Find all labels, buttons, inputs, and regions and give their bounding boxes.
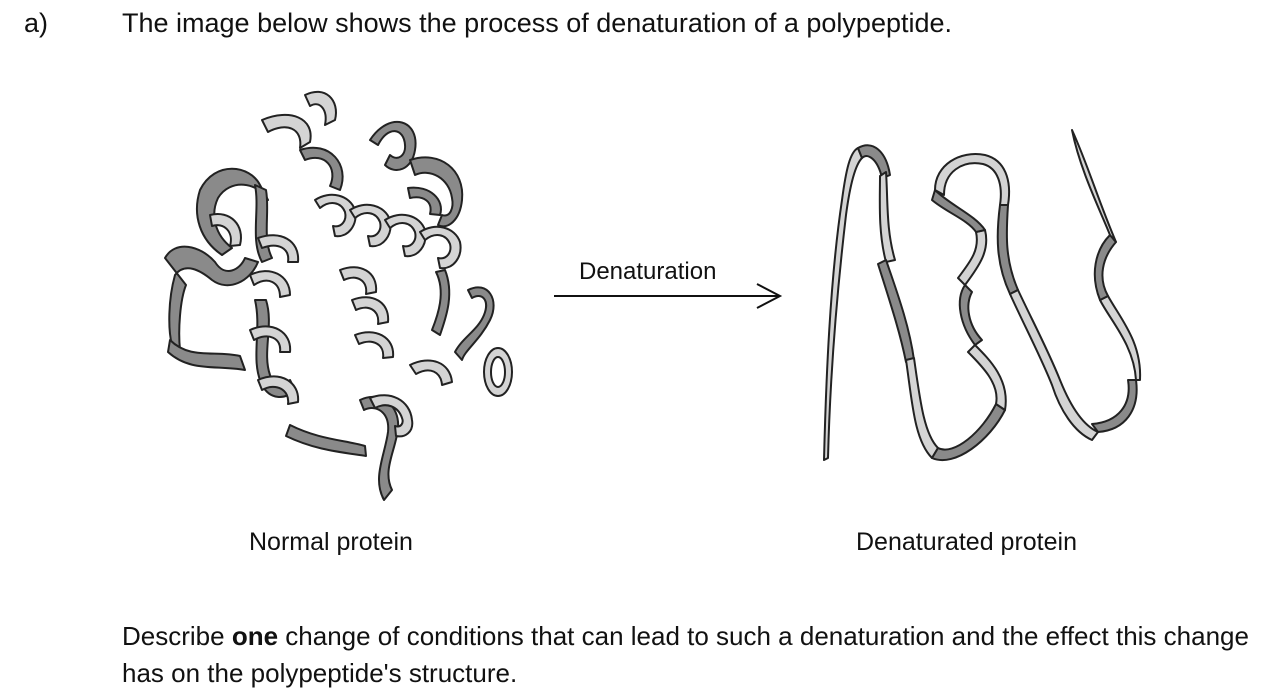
question-prompt: Describe one change of conditions that c…	[122, 618, 1252, 692]
arrow-label: Denaturation	[579, 258, 717, 285]
prompt-text-start: Describe	[122, 621, 232, 651]
prompt-emphasis: one	[231, 621, 279, 651]
question-label: a)	[24, 8, 49, 38]
folded-protein-illustration	[164, 90, 513, 501]
denaturation-arrow	[554, 283, 783, 309]
question-intro: The image below shows the process of den…	[122, 8, 953, 38]
unfolded-protein-illustration	[823, 129, 1142, 461]
prompt-text-end: change of conditions that can lead to su…	[122, 621, 1249, 688]
denatured-protein-caption: Denaturated protein	[856, 528, 1077, 556]
normal-protein-caption: Normal protein	[249, 528, 413, 556]
